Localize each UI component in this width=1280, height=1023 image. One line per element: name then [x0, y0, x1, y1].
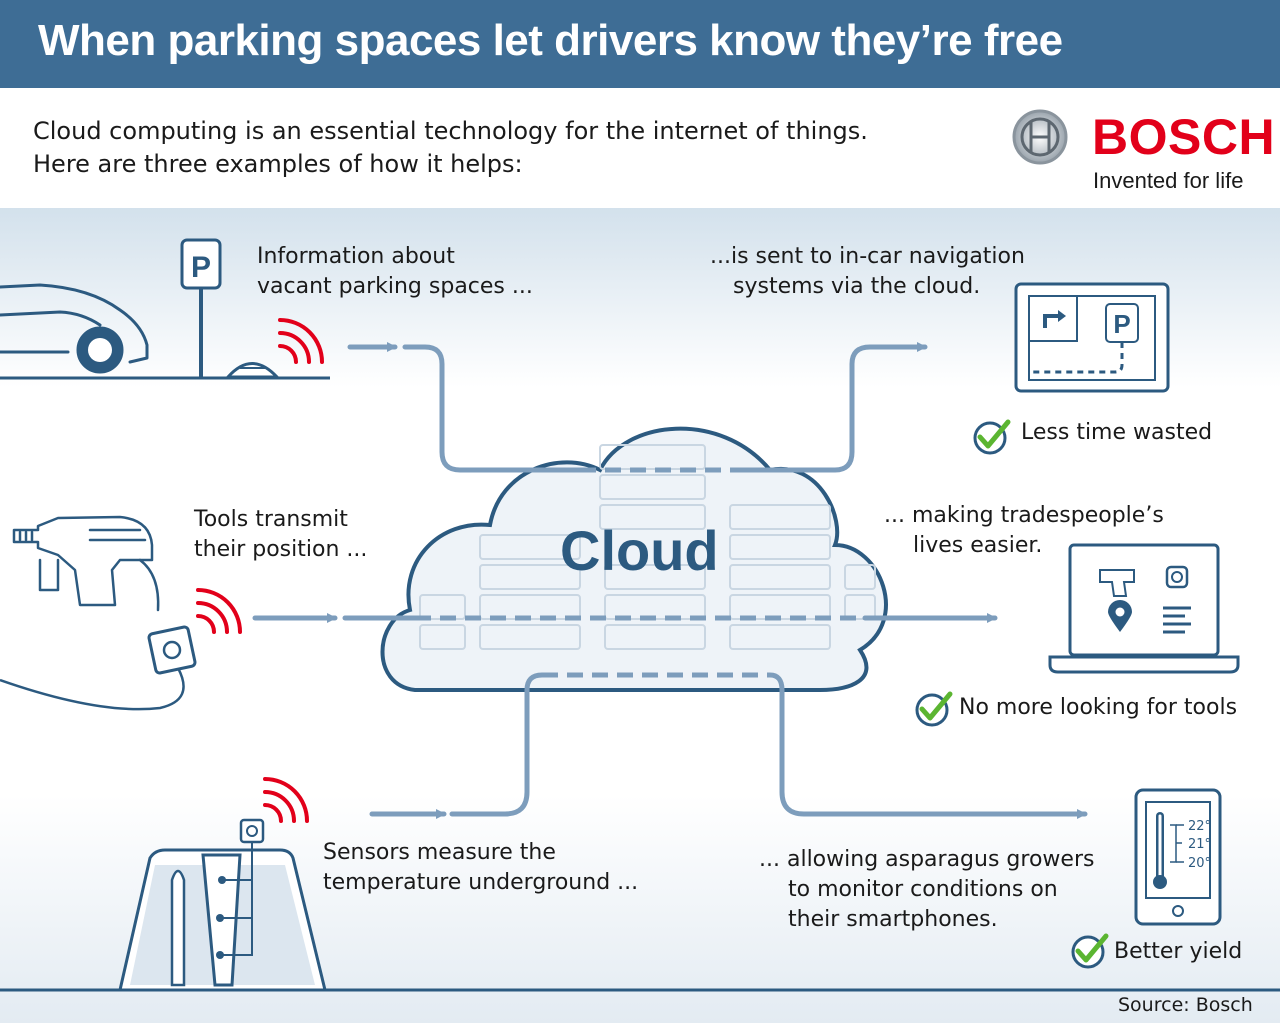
flow-line-sensor-out: [767, 672, 1088, 819]
intro-line-1: Cloud computing is an essential technolo…: [33, 117, 868, 145]
thermometer-reading-1: 22°: [1188, 819, 1211, 834]
sensor-input-line-2: temperature underground ...: [323, 870, 639, 895]
thermometer-reading-2: 21°: [1188, 837, 1211, 852]
parking-output-line-2: systems via the cloud.: [733, 274, 981, 299]
tools-input-line-2: their position ...: [194, 537, 368, 562]
tools-output-text: ... making tradespeople’s lives easier.: [884, 501, 1164, 561]
sensor-input-text: Sensors measure the temperature undergro…: [323, 838, 638, 898]
parking-output-text: ...is sent to in-car navigation systems …: [710, 242, 1025, 302]
check-icon-1: [973, 419, 1011, 455]
parking-input-text: Information about vacant parking spaces …: [257, 242, 533, 302]
flow-line-parking-out: [732, 342, 928, 473]
parking-sign-letter: P: [191, 251, 211, 284]
sensor-output-line-2: to monitor conditions on: [788, 877, 1058, 902]
bosch-logo-icon: [1012, 109, 1068, 165]
check-icon-3: [1071, 933, 1109, 969]
temperature-probe-icon: [201, 818, 265, 987]
parking-input-line-1: Information about: [257, 244, 455, 269]
tools-input-line-1: Tools transmit: [194, 507, 348, 532]
source-credit: Source: Bosch: [1118, 994, 1253, 1016]
tools-input-text: Tools transmit their position ...: [194, 505, 367, 565]
signal-waves-parking-icon: [278, 318, 324, 364]
header-bar: When parking spaces let drivers know the…: [0, 0, 1280, 88]
flow-line-parking-in: [402, 344, 583, 473]
check-icon-2: [915, 691, 953, 727]
benefit-parking: Less time wasted: [1021, 420, 1213, 445]
asparagus-icon: [170, 869, 186, 987]
drill-icon: [12, 515, 160, 612]
sensor-output-line-3: their smartphones.: [788, 907, 998, 932]
parking-sensor-icon: [224, 362, 281, 379]
sensor-input-line-1: Sensors measure the: [323, 840, 556, 865]
parking-sign-icon: [180, 238, 222, 378]
data-flow-lines: [252, 342, 1088, 819]
sensor-output-text: ... allowing asparagus growers to monito…: [759, 845, 1094, 935]
parking-output-line-1: ...is sent to in-car navigation: [710, 244, 1025, 269]
signal-waves-sensor-icon: [263, 777, 309, 823]
brand-name: BOSCH: [1092, 109, 1276, 165]
thermometer-reading-3: 20°: [1188, 856, 1211, 871]
navigation-display-icon: [1014, 282, 1170, 393]
tool-tracker-icon: [147, 625, 197, 675]
nav-parking-letter: P: [1113, 309, 1130, 339]
tool-cable: [0, 667, 185, 711]
benefit-sensors: Better yield: [1114, 939, 1243, 964]
cloud-internal-dashed-lines: [415, 467, 865, 678]
signal-waves-tools-icon: [196, 588, 242, 634]
sensor-output-line-1: ... allowing asparagus growers: [759, 847, 1095, 872]
intro-line-2: Here are three examples of how it helps:: [33, 150, 523, 178]
laptop-icon: [1048, 543, 1240, 674]
tools-output-line-1: ... making tradespeople’s: [884, 503, 1164, 528]
flow-line-sensor-in: [449, 672, 545, 817]
smartphone-icon: [1134, 788, 1222, 926]
brand-tagline: Invented for life: [1093, 168, 1244, 193]
car-icon: [0, 283, 149, 374]
parking-input-line-2: vacant parking spaces ...: [257, 274, 533, 299]
page-title: When parking spaces let drivers know the…: [38, 16, 1063, 65]
cloud-label: Cloud: [560, 519, 719, 582]
tools-output-line-2: lives easier.: [913, 533, 1043, 558]
intro-text: Cloud computing is an essential technolo…: [33, 115, 868, 181]
benefit-tools: No more looking for tools: [959, 695, 1238, 720]
